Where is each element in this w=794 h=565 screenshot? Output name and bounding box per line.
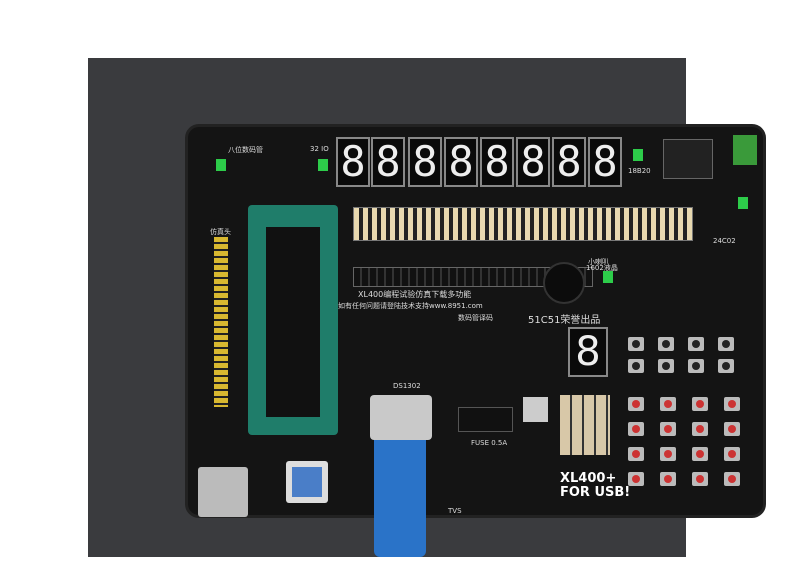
key[interactable] bbox=[628, 359, 644, 373]
relay bbox=[663, 139, 713, 179]
dev-board: 八位数码管 32 IO 8 8 8 8 8 8 8 8 18B20 24C02 … bbox=[185, 124, 766, 518]
digit: 8 bbox=[371, 137, 405, 187]
digit: 8 bbox=[444, 137, 478, 187]
key[interactable] bbox=[692, 422, 708, 436]
jumper[interactable] bbox=[216, 159, 226, 171]
reset-button[interactable] bbox=[523, 397, 548, 422]
lcd-header bbox=[353, 267, 593, 287]
key[interactable] bbox=[692, 472, 708, 486]
io-label: 32 IO bbox=[310, 145, 329, 153]
eeprom-label: 24C02 bbox=[713, 237, 736, 245]
zif-socket[interactable] bbox=[248, 205, 338, 435]
key[interactable] bbox=[724, 422, 740, 436]
key[interactable] bbox=[724, 472, 740, 486]
brand: 51C51荣誉出品 bbox=[528, 315, 601, 326]
mcu-chip bbox=[266, 227, 320, 417]
sim-header bbox=[214, 237, 228, 407]
key[interactable] bbox=[658, 337, 674, 351]
model-label: XL400+ bbox=[560, 471, 617, 486]
usb-cable bbox=[374, 430, 426, 557]
slogan: XL400编程试验仿真下载多功能 bbox=[358, 290, 472, 299]
digit: 8 bbox=[480, 137, 514, 187]
dip-switches[interactable] bbox=[560, 395, 610, 455]
key[interactable] bbox=[692, 447, 708, 461]
seg-label: 八位数码管 bbox=[228, 146, 263, 154]
temp-label: 18B20 bbox=[628, 167, 651, 175]
key[interactable] bbox=[718, 337, 734, 351]
digit: 8 bbox=[516, 137, 550, 187]
key[interactable] bbox=[628, 422, 644, 436]
power-switch[interactable] bbox=[286, 461, 328, 503]
digit: 8 bbox=[588, 137, 622, 187]
photo-background: 八位数码管 32 IO 8 8 8 8 8 8 8 8 18B20 24C02 … bbox=[88, 58, 766, 557]
jumper[interactable] bbox=[603, 271, 613, 283]
key[interactable] bbox=[718, 359, 734, 373]
decoder-label: 数码管译码 bbox=[458, 314, 493, 322]
digit: 8 bbox=[552, 137, 586, 187]
digit: 8 bbox=[336, 137, 370, 187]
website: 如有任何问题请登陆技术支持www.8951.com bbox=[338, 302, 483, 310]
key[interactable] bbox=[658, 359, 674, 373]
switch-cap bbox=[292, 467, 322, 497]
led-row bbox=[353, 207, 693, 241]
tvs-label: TVS bbox=[448, 507, 462, 515]
digit: 8 bbox=[408, 137, 442, 187]
key[interactable] bbox=[660, 422, 676, 436]
key[interactable] bbox=[628, 397, 644, 411]
usb-chip bbox=[458, 407, 513, 432]
key[interactable] bbox=[724, 447, 740, 461]
key[interactable] bbox=[724, 397, 740, 411]
key[interactable] bbox=[628, 337, 644, 351]
key[interactable] bbox=[688, 337, 704, 351]
usb-plug bbox=[370, 395, 432, 440]
key[interactable] bbox=[628, 447, 644, 461]
key[interactable] bbox=[628, 472, 644, 486]
single-digit: 8 bbox=[568, 327, 608, 377]
buzzer bbox=[543, 262, 585, 304]
fuse-label: FUSE 0.5A bbox=[471, 439, 508, 447]
rtc-label: DS1302 bbox=[393, 382, 421, 390]
model-sub-label: FOR USB! bbox=[560, 485, 631, 500]
lcd-label: 1602液晶 bbox=[586, 264, 618, 272]
key[interactable] bbox=[692, 397, 708, 411]
buzzer-label: 小喇叭 bbox=[588, 258, 609, 266]
key[interactable] bbox=[660, 472, 676, 486]
key[interactable] bbox=[688, 359, 704, 373]
usb-b-port[interactable] bbox=[198, 467, 248, 517]
sim-label: 仿真头 bbox=[210, 228, 231, 236]
jumper[interactable] bbox=[318, 159, 328, 171]
key[interactable] bbox=[660, 397, 676, 411]
jumper[interactable] bbox=[633, 149, 643, 161]
jumper[interactable] bbox=[738, 197, 748, 209]
terminal-block bbox=[733, 135, 757, 165]
key[interactable] bbox=[660, 447, 676, 461]
